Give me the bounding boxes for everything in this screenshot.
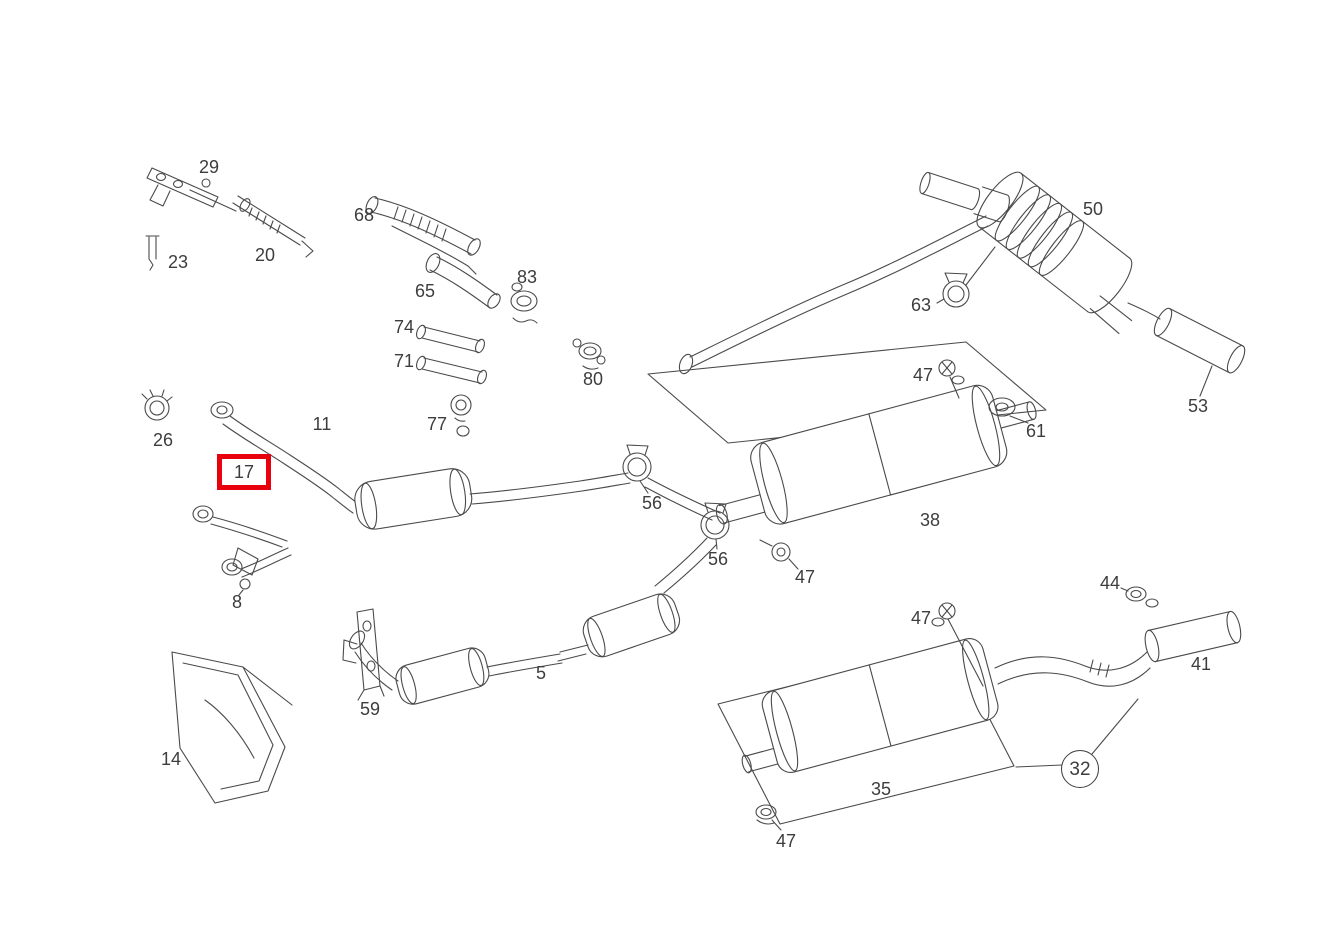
clamp-63-drawing bbox=[936, 246, 996, 308]
part-label-68[interactable]: 68 bbox=[353, 205, 375, 225]
part-label-35[interactable]: 35 bbox=[870, 779, 892, 799]
part-label-47-c[interactable]: 47 bbox=[910, 608, 932, 628]
part-label-14[interactable]: 14 bbox=[160, 749, 182, 769]
muffler-50-drawing bbox=[976, 171, 1133, 335]
tailpipe-53-drawing bbox=[1127, 302, 1246, 397]
mount-61-drawing bbox=[988, 397, 1029, 424]
part-label-65[interactable]: 65 bbox=[414, 281, 436, 301]
part-label-83[interactable]: 83 bbox=[516, 267, 538, 287]
kit-callout-lines-drawing bbox=[1015, 698, 1139, 768]
catalytic-converter-drawing bbox=[354, 468, 631, 530]
kit-callout-32[interactable]: 32 bbox=[1061, 750, 1099, 788]
hanger-47b-drawing bbox=[759, 539, 799, 570]
center-pipe-5-drawing bbox=[348, 537, 717, 705]
part-label-5[interactable]: 5 bbox=[535, 663, 547, 683]
rod-20-drawing bbox=[232, 195, 314, 258]
flex-pipe-68-drawing bbox=[365, 196, 481, 275]
flange-47d-drawing bbox=[755, 804, 782, 831]
part-label-17-selected[interactable]: 17 bbox=[216, 454, 272, 490]
part-label-80[interactable]: 80 bbox=[582, 369, 604, 389]
muffler-35-drawing bbox=[741, 638, 999, 774]
part-label-77[interactable]: 77 bbox=[426, 414, 448, 434]
tailpipe-41-drawing bbox=[994, 610, 1242, 687]
flange-80-drawing bbox=[572, 338, 606, 370]
pipe-65-drawing bbox=[425, 253, 501, 309]
pin-23-drawing bbox=[145, 235, 160, 271]
muffler-50-inlet-drawing bbox=[919, 171, 1010, 223]
part-label-23[interactable]: 23 bbox=[167, 252, 189, 272]
part-label-53[interactable]: 53 bbox=[1187, 396, 1209, 416]
part-label-74[interactable]: 74 bbox=[393, 317, 415, 337]
part-label-38[interactable]: 38 bbox=[919, 510, 941, 530]
gasket-83-drawing bbox=[510, 282, 538, 324]
bolt-47c-drawing bbox=[931, 602, 984, 687]
part-label-11[interactable]: 11 bbox=[312, 414, 332, 434]
pipe-71-drawing bbox=[415, 355, 488, 385]
flange-44-drawing bbox=[1120, 586, 1159, 608]
part-label-63[interactable]: 63 bbox=[910, 295, 932, 315]
ring-77-drawing bbox=[450, 394, 472, 437]
bracket-59-drawing bbox=[342, 608, 385, 701]
ring-26-drawing bbox=[141, 389, 173, 421]
clamp-56a-drawing bbox=[622, 444, 652, 494]
part-label-47-d[interactable]: 47 bbox=[775, 831, 797, 851]
part-label-44[interactable]: 44 bbox=[1099, 573, 1121, 593]
part-label-8[interactable]: 8 bbox=[231, 592, 243, 612]
clamp-56b-drawing bbox=[700, 502, 730, 550]
part-label-56-a[interactable]: 56 bbox=[641, 493, 663, 513]
bolt-47a-drawing bbox=[938, 359, 965, 399]
bracket-29-drawing bbox=[146, 167, 237, 212]
panel-outline-38-drawing bbox=[647, 341, 1047, 444]
part-label-41[interactable]: 41 bbox=[1190, 654, 1212, 674]
part-label-61[interactable]: 61 bbox=[1025, 421, 1047, 441]
heat-shield-14-drawing bbox=[171, 651, 293, 804]
part-label-71[interactable]: 71 bbox=[393, 351, 415, 371]
pipe-joint-drawing bbox=[644, 477, 721, 521]
front-pipe-8-drawing bbox=[192, 505, 292, 596]
part-label-56-b[interactable]: 56 bbox=[707, 549, 729, 569]
rear-pipe-drawing bbox=[678, 215, 989, 375]
part-label-29[interactable]: 29 bbox=[198, 157, 220, 177]
part-label-50[interactable]: 50 bbox=[1082, 199, 1104, 219]
part-label-20[interactable]: 20 bbox=[254, 245, 276, 265]
part-label-59[interactable]: 59 bbox=[359, 699, 381, 719]
part-label-47-a[interactable]: 47 bbox=[794, 567, 816, 587]
part-label-26[interactable]: 26 bbox=[152, 430, 174, 450]
muffler-38-drawing bbox=[715, 384, 1037, 525]
part-label-47-b[interactable]: 47 bbox=[912, 365, 934, 385]
pipe-74-drawing bbox=[415, 324, 486, 354]
